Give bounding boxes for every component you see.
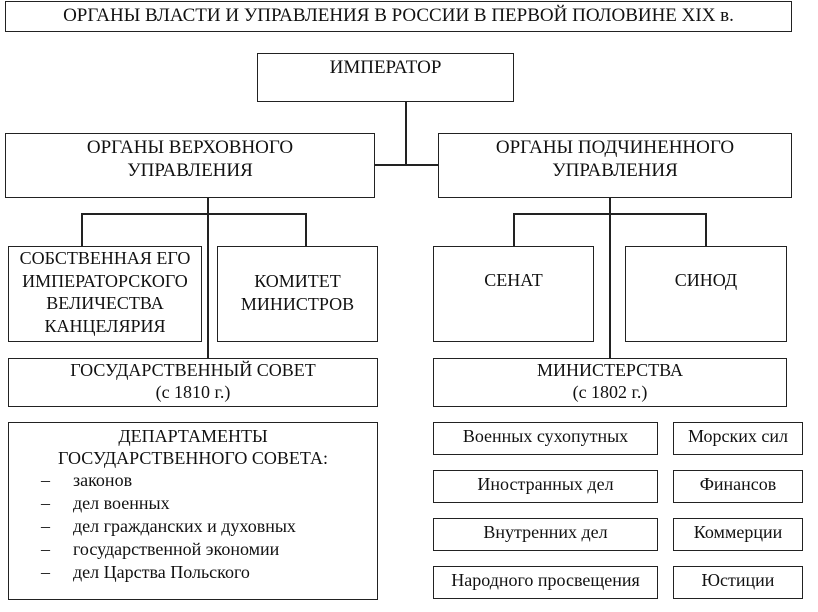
ministry-label: Финансов	[699, 474, 777, 494]
dash-bullet-icon: –	[41, 470, 50, 490]
ministries-box: МИНИСТЕРСТВА (с 1802 г.)	[433, 358, 787, 407]
supreme-organs-box: ОРГАНЫ ВЕРХОВНОГО УПРАВЛЕНИЯ	[5, 133, 375, 198]
senate-label: СЕНАТ	[484, 270, 543, 290]
department-item: – дел гражданских и духовных	[9, 515, 377, 538]
connector-top-branches	[374, 164, 438, 166]
ministry-label: Народного просвещения	[451, 570, 640, 590]
synod-box: СИНОД	[625, 246, 787, 342]
supreme-organs-title-line1: ОРГАНЫ ВЕРХОВНОГО	[86, 137, 294, 158]
ministry-box: Коммерции	[673, 518, 803, 551]
committee-line1: КОМИТЕТ	[254, 271, 341, 291]
connector-chancellery-drop	[81, 213, 83, 247]
departments-title-line1: ДЕПАРТАМЕНТЫ	[118, 426, 268, 446]
ministry-label: Иностранных дел	[477, 474, 614, 494]
department-item-label: дел военных	[73, 493, 170, 513]
subordinate-organs-title-line2: УПРАВЛЕНИЯ	[552, 160, 678, 181]
ministry-box: Юстиции	[673, 566, 803, 599]
dash-bullet-icon: –	[41, 539, 50, 559]
ministries-name: МИНИСТЕРСТВА	[536, 360, 684, 380]
connector-supreme-branch	[81, 213, 306, 215]
chancellery-line4: КАНЦЕЛЯРИЯ	[44, 315, 166, 336]
chancellery-line2: ИМПЕРАТОРСКОГО	[22, 270, 188, 291]
department-item: – дел Царства Польского	[9, 561, 377, 584]
committee-of-ministers-box: КОМИТЕТ МИНИСТРОВ	[217, 246, 378, 342]
state-council-departments-box: ДЕПАРТАМЕНТЫ ГОСУДАРСТВЕННОГО СОВЕТА: – з…	[8, 422, 378, 600]
ministry-label: Юстиции	[701, 570, 775, 590]
connector-synod-drop	[705, 213, 707, 247]
departments-title-line2: ГОСУДАРСТВЕННОГО СОВЕТА:	[58, 448, 328, 468]
ministry-box: Морских сил	[673, 422, 803, 455]
emperor-label: ИМПЕРАТОР	[329, 57, 442, 78]
state-council-date: (с 1810 г.)	[155, 382, 231, 402]
ministry-label: Внутренних дел	[483, 522, 608, 542]
ministry-box: Военных сухопутных	[433, 422, 658, 455]
connector-subordinate-stem	[609, 197, 611, 359]
ministry-box: Внутренних дел	[433, 518, 658, 551]
connector-senate-drop	[513, 213, 515, 247]
connector-committee-drop	[305, 213, 307, 247]
department-item-label: законов	[73, 470, 133, 490]
senate-box: СЕНАТ	[433, 246, 594, 342]
synod-label: СИНОД	[674, 270, 738, 290]
connector-emperor-stem	[405, 101, 407, 165]
ministry-label: Коммерции	[693, 522, 783, 542]
diagram-title: ОРГАНЫ ВЛАСТИ И УПРАВЛЕНИЯ В РОССИИ В ПЕ…	[5, 1, 792, 32]
department-item-label: дел гражданских и духовных	[73, 516, 296, 536]
diagram-title-text: ОРГАНЫ ВЛАСТИ И УПРАВЛЕНИЯ В РОССИИ В ПЕ…	[63, 5, 734, 26]
ministries-date: (с 1802 г.)	[572, 382, 648, 402]
department-item-label: государственной экономии	[73, 539, 280, 559]
chancellery-line1: СОБСТВЕННАЯ ЕГО	[19, 248, 191, 268]
state-council-box: ГОСУДАРСТВЕННЫЙ СОВЕТ (с 1810 г.)	[8, 358, 378, 407]
ministry-label: Военных сухопутных	[462, 426, 629, 446]
dash-bullet-icon: –	[41, 516, 50, 536]
chancellery-line3: ВЕЛИЧЕСТВА	[46, 293, 164, 313]
chancellery-box: СОБСТВЕННАЯ ЕГО ИМПЕРАТОРСКОГО ВЕЛИЧЕСТВ…	[8, 246, 202, 342]
subordinate-organs-box: ОРГАНЫ ПОДЧИНЕННОГО УПРАВЛЕНИЯ	[438, 133, 792, 198]
department-item: – законов	[9, 469, 377, 492]
department-item: – дел военных	[9, 492, 377, 515]
ministry-label: Морских сил	[687, 426, 789, 446]
supreme-organs-title-line2: УПРАВЛЕНИЯ	[127, 160, 253, 181]
ministry-box: Иностранных дел	[433, 470, 658, 503]
department-item-label: дел Царства Польского	[73, 562, 250, 582]
dash-bullet-icon: –	[41, 562, 50, 582]
subordinate-organs-title-line1: ОРГАНЫ ПОДЧИНЕННОГО	[495, 137, 735, 158]
state-council-name: ГОСУДАРСТВЕННЫЙ СОВЕТ	[70, 360, 316, 380]
department-item: – государственной экономии	[9, 538, 377, 561]
emperor-box: ИМПЕРАТОР	[257, 53, 514, 102]
committee-line2: МИНИСТРОВ	[240, 294, 355, 314]
connector-subordinate-branch	[513, 213, 706, 215]
ministry-box: Финансов	[673, 470, 803, 503]
ministry-box: Народного просвещения	[433, 566, 658, 599]
dash-bullet-icon: –	[41, 493, 50, 513]
connector-supreme-stem	[207, 197, 209, 359]
departments-list: – законов – дел военных – дел гражданских и…	[9, 469, 377, 584]
